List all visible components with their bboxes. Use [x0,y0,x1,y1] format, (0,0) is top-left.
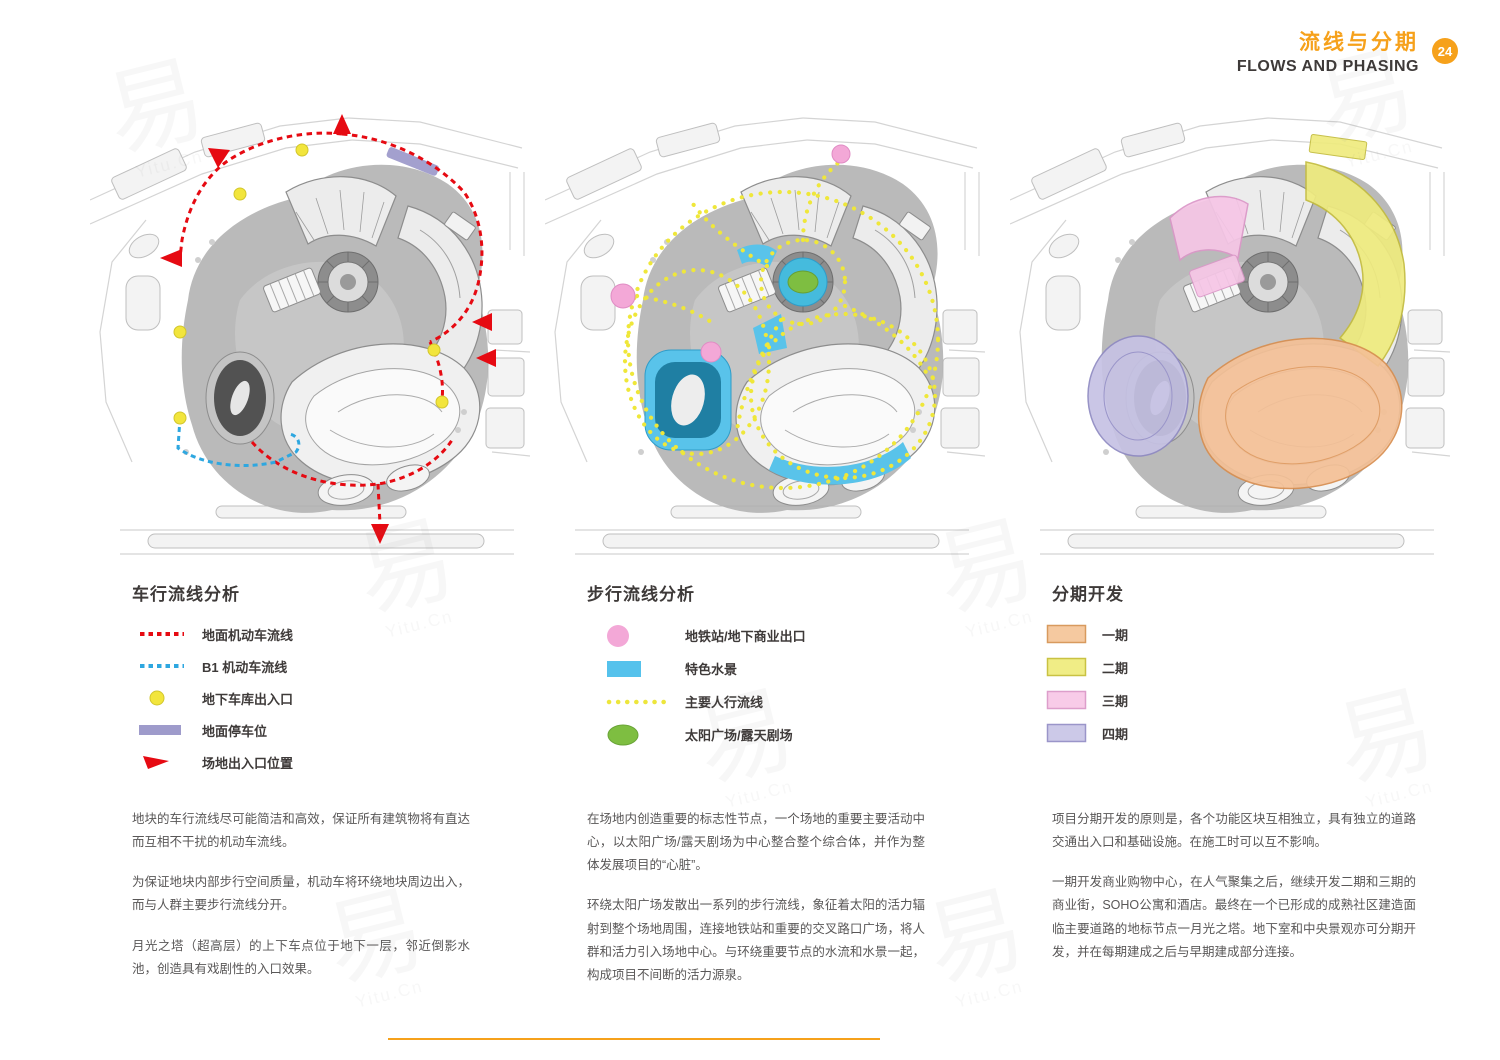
legend-item: 特色水景 [605,656,806,681]
legend-item: 太阳广场/露天剧场 [605,722,806,747]
vehicle-flow-panel: 车行流线分析 地面机动车流线 B1 机动车流线 地下车库出入口 地面停车位 场地… [89,100,550,1050]
legend-label: 地面停车位 [202,723,268,739]
legend-label: 四期 [1102,727,1129,742]
section-title-pedestrian: 步行流线分析 [587,585,695,604]
paragraph: 在场地内创造重要的标志性节点，一个场地的重要主要活动中心，以太阳广场/露天剧场为… [587,812,925,873]
pedestrian-description: 在场地内创造重要的标志性节点，一个场地的重要主要活动中心，以太阳广场/露天剧场为… [587,808,925,1004]
phase2-swatch [1046,657,1090,678]
legend-item: 三期 [1046,689,1128,712]
page-title-en: FLOWS AND PHASING [1236,58,1419,75]
phase4-swatch [1046,723,1090,744]
phasing-description: 项目分期开发的原则是，各个功能区块互相独立，具有独立的道路交通出入口和基础设施。… [1052,808,1416,981]
red-triangle-swatch [138,753,190,771]
pedestrian-flow-panel: 步行流线分析 地铁站/地下商业出口 特色水景 主要人行流线 太阳广场/露天剧场 … [544,100,1005,1050]
paragraph: 为保证地块内部步行空间质量，机动车将环绕地块周边出入，而与人群主要步行流线分开。 [132,875,470,913]
legend-label: 地铁站/地下商业出口 [685,629,806,644]
paragraph: 地块的车行流线尽可能简洁和高效，保证所有建筑物将有直达而互相不干扰的机动车流线。 [132,812,470,850]
purple-parking-swatch [138,723,190,737]
legend-item: 场地出入口位置 [138,751,293,773]
legend-item: 地面机动车流线 [138,623,293,645]
legend-label: 三期 [1102,694,1129,709]
page-header: 流线与分期 FLOWS AND PHASING 24 [1237,26,1458,76]
legend-item: 地铁站/地下商业出口 [605,623,806,648]
pedestrian-flow-plan [544,100,986,560]
yellow-dot-swatch [138,690,190,706]
red-dashed-line-swatch [138,628,190,640]
phase3-swatch [1046,690,1090,711]
pedestrian-legend: 地铁站/地下商业出口 特色水景 主要人行流线 太阳广场/露天剧场 [605,623,806,755]
legend-label: 太阳广场/露天剧场 [685,728,793,743]
page-title-cn: 流线与分期 [1299,31,1419,54]
vehicle-flow-plan [89,100,531,560]
legend-label: B1 机动车流线 [202,659,288,675]
legend-label: 一期 [1102,628,1129,643]
legend-label: 地下车库出入口 [202,691,294,707]
blue-dashed-line-swatch [138,660,190,672]
vehicle-description: 地块的车行流线尽可能简洁和高效，保证所有建筑物将有直达而互相不干扰的机动车流线。… [132,808,470,998]
legend-label: 场地出入口位置 [202,755,294,771]
legend-item: 地面停车位 [138,719,293,741]
yellow-dotted-line-swatch [605,696,673,708]
legend-label: 地面机动车流线 [202,627,294,643]
legend-item: 一期 [1046,623,1128,646]
phasing-legend: 一期 二期 三期 四期 [1046,623,1128,755]
phasing-plan-svg [1009,117,1451,555]
legend-label: 二期 [1102,661,1129,676]
legend-item: 地下车库出入口 [138,687,293,709]
paragraph: 环绕太阳广场发散出一系列的步行流线，象征着太阳的活力辐射到整个场地周围，连接地铁… [587,898,925,982]
vehicle-legend: 地面机动车流线 B1 机动车流线 地下车库出入口 地面停车位 场地出入口位置 [138,623,293,783]
paragraph: 一期开发商业购物中心，在人气聚集之后，继续开发二期和三期的商业街，SOHO公寓和… [1052,875,1416,959]
metro-exit-swatch [605,623,673,649]
pedestrian-flow-plan-svg [544,117,986,555]
footer-rule [388,1038,880,1040]
section-title-phasing: 分期开发 [1052,585,1124,604]
legend-label: 特色水景 [685,662,738,677]
sun-plaza-swatch [605,723,673,747]
paragraph: 项目分期开发的原则是，各个功能区块互相独立，具有独立的道路交通出入口和基础设施。… [1052,812,1416,850]
page-number-badge: 24 [1432,38,1458,64]
legend-item: 二期 [1046,656,1128,679]
phasing-panel: 分期开发 一期 二期 三期 四期 项目分期开发的原则是，各个功能区块互相独立，具… [1009,100,1470,1050]
paragraph: 月光之塔（超高层）的上下车点位于地下一层，邻近倒影水池，创造具有戏剧性的入口效果… [132,938,470,976]
legend-item: B1 机动车流线 [138,655,293,677]
legend-item: 四期 [1046,722,1128,745]
legend-label: 主要人行流线 [685,695,764,710]
legend-item: 主要人行流线 [605,689,806,714]
header-titles: 流线与分期 FLOWS AND PHASING [1237,26,1419,76]
phasing-plan [1009,100,1451,560]
phase1-swatch [1046,624,1090,645]
section-title-vehicle: 车行流线分析 [132,585,240,604]
vehicle-flow-plan-svg [89,112,531,555]
water-feature-swatch [605,659,673,679]
